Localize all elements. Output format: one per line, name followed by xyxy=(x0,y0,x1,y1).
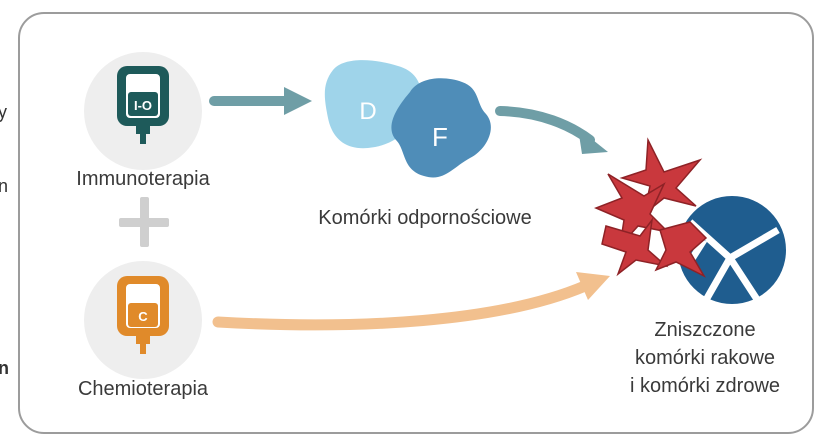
arrow-chemo-to-destroyed xyxy=(212,272,610,331)
arrow-cells-to-destroyed xyxy=(495,106,608,154)
destroyed-healthy-cell xyxy=(678,196,786,306)
edge-text-fragment: y xyxy=(0,102,7,122)
immune-cells-label: Komórki odpornościowe xyxy=(318,207,532,229)
destroyed-cells-label-line: i komórki zdrowe xyxy=(629,375,781,397)
bag-label-c: C xyxy=(138,309,148,324)
destroyed-cells-label: Zniszczone komórki rakowe i komórki zdro… xyxy=(600,316,810,400)
immunotherapy-label: Immunoterapia xyxy=(76,168,210,190)
immune-cell-f: F xyxy=(391,78,491,178)
destroyed-cells-label-line: Zniszczone xyxy=(654,319,756,341)
edge-text-fragment: n xyxy=(0,358,9,378)
chemotherapy-icon: C xyxy=(84,261,202,379)
chemotherapy-label: Chemioterapia xyxy=(77,378,209,400)
arrow-immuno-to-cells xyxy=(209,87,312,115)
cell-d-label: D xyxy=(359,98,376,125)
bag-label-io: I-O xyxy=(134,98,152,113)
edge-text-fragment: n xyxy=(0,176,9,196)
cell-f-label: F xyxy=(432,122,448,152)
immunotherapy-icon: I-O xyxy=(84,52,202,170)
plus-icon xyxy=(119,197,169,247)
destroyed-cancer-cells xyxy=(594,137,708,278)
destroyed-cells-label-line: komórki rakowe xyxy=(634,347,776,369)
